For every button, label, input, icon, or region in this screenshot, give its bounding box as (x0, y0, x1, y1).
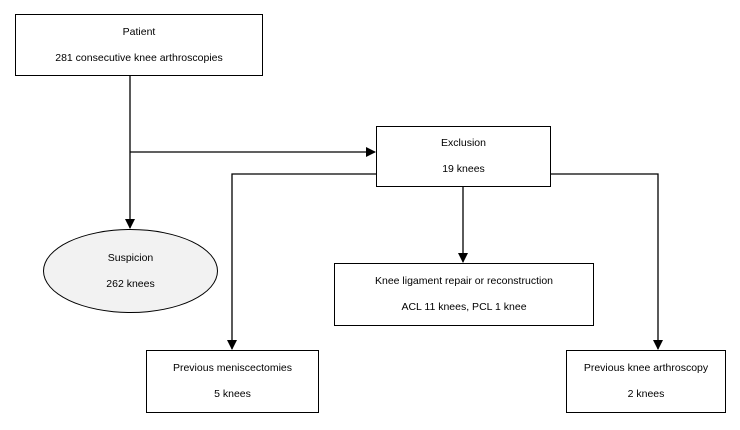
suspicion-ellipse: Suspicion 262 knees (43, 229, 218, 313)
suspicion-title: Suspicion (107, 251, 154, 264)
meniscectomies-box: Previous meniscectomies 5 knees (146, 350, 319, 413)
meniscectomies-detail: 5 knees (214, 388, 251, 400)
patient-title: Patient (122, 25, 156, 38)
patient-detail: 281 consecutive knee arthroscopies (55, 51, 223, 64)
exclusion-title: Exclusion (441, 137, 486, 150)
meniscectomies-title: Previous meniscectomies (172, 362, 293, 375)
suspicion-detail: 262 knees (106, 277, 155, 290)
patient-box: Patient 281 consecutive knee arthroscopi… (15, 14, 263, 76)
exclusion-box: Exclusion 19 knees (376, 126, 551, 187)
arrow-exclusion-to-meniscectomies (227, 173, 376, 350)
ligament-box: Knee ligament repair or reconstruction A… (334, 263, 594, 326)
arthroscopy-title: Previous knee arthroscopy (583, 362, 709, 375)
arthroscopy-detail: 2 knees (627, 388, 665, 400)
arthroscopy-box: Previous knee arthroscopy 2 knees (566, 350, 726, 413)
ligament-title: Knee ligament repair or reconstruction (374, 275, 553, 288)
arrow-exclusion-to-arthroscopy (551, 173, 663, 350)
ligament-detail: ACL 11 knees, PCL 1 knee (401, 301, 527, 313)
exclusion-detail: 19 knees (442, 163, 485, 175)
